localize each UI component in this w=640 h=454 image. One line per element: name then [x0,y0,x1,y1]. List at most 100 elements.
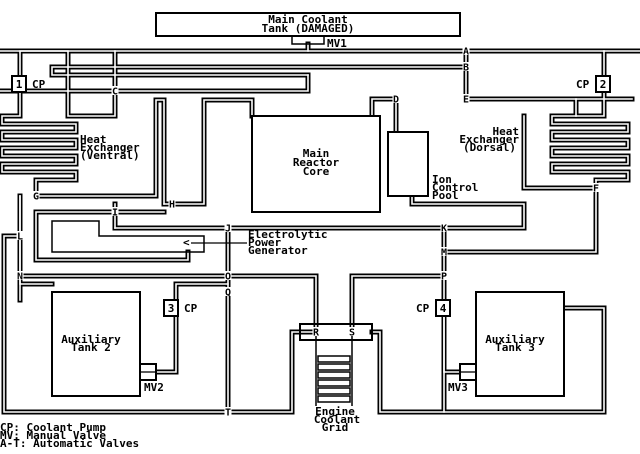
generator-label-3: Generator [248,244,308,257]
valve-t-bg [224,407,232,416]
legend-mv: MV: Manual Valve [0,429,106,442]
automatic-valve-i[interactable]: I [112,208,118,219]
reactor-label-2: Reactor [293,156,340,169]
mv1-label: MV1 [327,37,347,50]
engine-grid-label-1: Engine [315,405,355,418]
legend-auto-valves: A-T: Automatic Valves [0,437,139,450]
coolant-pump-4[interactable]: 4 [435,299,451,317]
automatic-valve-p[interactable]: P [441,272,447,283]
automatic-valve-g[interactable]: G [33,192,39,203]
pump-2-label: CP [576,78,590,91]
main-coolant-tank[interactable] [155,12,461,37]
automatic-valve-r[interactable]: R [313,328,320,339]
hx-ventral-label-2: Exchanger [80,141,140,154]
coolant-pump-2[interactable]: 2 [595,75,611,93]
coolant-pump-1[interactable]: 1 [11,75,27,93]
pipe-segment-bore [371,98,397,117]
automatic-valve-a[interactable]: A [463,47,469,58]
valve-a-bg [462,46,470,55]
manual-valve-mv1[interactable] [291,36,325,45]
hx-dorsal-label-3: (Dorsal) [463,141,516,154]
ion-pool-label-3: Pool [432,189,459,202]
automatic-valve-f[interactable]: F [593,184,599,195]
pipe-segment [521,113,599,191]
pipe-segment [161,97,255,207]
aux3-label-2: Tank 3 [495,341,535,354]
pipe-segment-bore [155,315,177,373]
automatic-valve-b[interactable]: B [463,63,469,74]
mv3-label: MV3 [448,381,468,394]
ion-pool-label-2: Control [432,181,478,194]
main-reactor-core[interactable] [251,115,381,213]
pipe-segment-bore [19,275,317,333]
pipe-segment [549,89,631,183]
generator-label-1: Electrolytic [248,228,327,241]
pipe-segment-bore [35,211,189,261]
valve-j-bg [224,223,232,232]
automatic-valve-h[interactable]: H [169,200,175,211]
automatic-valve-e[interactable]: E [463,95,469,106]
valve-c-bg [111,86,119,95]
valve-s-bg [348,327,356,336]
pipe-segment-bore [551,91,629,181]
generator-label-2: Power [248,236,281,249]
pump-1-label: CP [32,78,46,91]
valve-b-bg [462,62,470,71]
pump-4-number: 4 [440,302,447,315]
engine-grid-manifold [299,323,373,341]
main-tank-label-2: Tank (DAMAGED) [262,22,355,35]
automatic-valve-q[interactable]: Q [225,288,231,299]
hx-ventral-label-3: (Ventral) [80,149,140,162]
aux2-label-2: Tank 2 [71,341,111,354]
aux2-label-1: Auxiliary [61,333,121,346]
hx-ventral-label-1: Heat [80,133,107,146]
automatic-valve-j[interactable]: J [225,224,231,235]
automatic-valve-o[interactable]: O [225,272,231,283]
ion-control-pool[interactable] [387,131,429,197]
auxiliary-tank-2[interactable] [51,291,141,397]
pipe-segment [225,329,319,415]
legend-cp: CP: Coolant Pump [0,421,106,434]
pipe-segment-bore [443,179,597,253]
coolant-pump-3[interactable]: 3 [163,299,179,317]
automatic-valve-k[interactable]: K [441,224,447,235]
pipe-segment-bore [51,66,467,76]
pipe-segment-bore [0,74,309,92]
engine-grid-label-2: Coolant [314,413,360,426]
pump-3-label: CP [184,302,198,315]
automatic-valve-s[interactable]: S [349,328,355,339]
valve-h-bg [168,199,176,208]
pipe-segment-bore [443,315,461,373]
pipe-segment-bore [163,99,253,205]
pipe-segment-bore [523,115,597,189]
automatic-valve-l[interactable]: L [17,232,23,243]
pipe-segment-bore [371,307,605,413]
engine-coolant-grid[interactable] [315,330,353,406]
pipe-segment [409,193,527,231]
pipe-segment-bore [1,91,77,197]
pipe-segment-bore [351,275,445,333]
aux3-label-1: Auxiliary [485,333,545,346]
electrolytic-power-generator[interactable] [51,220,205,253]
valve-d-bg [392,94,400,103]
automatic-valve-n[interactable]: N [17,272,23,283]
ion-pool-label-1: Ion [432,173,452,186]
hx-dorsal-label-1: Heat [493,125,520,138]
valve-p-bg [440,271,448,280]
valve-i-bg [111,207,119,216]
reactor-label-1: Main [303,147,330,160]
auxiliary-tank-3[interactable] [475,291,565,397]
pump-4-label: CP [416,302,430,315]
reactor-label-3: Core [303,165,330,178]
automatic-valve-d[interactable]: D [393,95,399,106]
valve-e-bg [462,94,470,103]
pipe-segment [153,313,179,375]
pipe-segment-bore [35,99,165,205]
valve-r-bg [312,327,320,336]
pipe-segment [173,281,231,303]
automatic-valve-m[interactable]: M [441,248,447,259]
automatic-valve-c[interactable]: C [112,87,118,98]
valve-q-bg [224,287,232,296]
automatic-valve-t[interactable]: T [225,408,231,419]
